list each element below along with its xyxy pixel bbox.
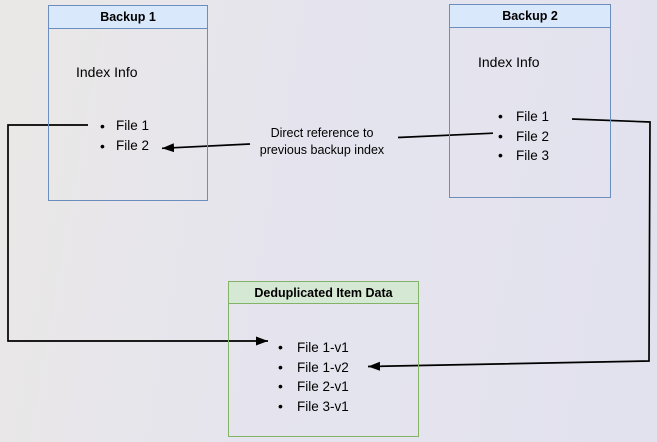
backup1-title: Backup 1 <box>49 6 207 29</box>
backup1-box: Backup 1 Index Info File 1 File 2 <box>48 5 208 201</box>
dedup-box: Deduplicated Item Data File 1-v1 File 1-… <box>228 281 419 437</box>
annotation-line2: previous backup index <box>259 143 385 157</box>
backup1-file-list: File 1 File 2 <box>100 116 149 156</box>
list-item: File 2 <box>498 127 549 147</box>
dedup-title: Deduplicated Item Data <box>229 282 418 304</box>
backup2-title: Backup 2 <box>450 5 610 28</box>
backup2-file-list: File 1 File 2 File 3 <box>498 107 549 166</box>
list-item: File 2 <box>100 136 149 156</box>
list-item: File 1 <box>498 107 549 127</box>
list-item: File 3-v1 <box>278 397 349 417</box>
list-item: File 2-v1 <box>278 377 349 397</box>
list-item: File 1-v2 <box>278 358 349 378</box>
list-item: File 3 <box>498 146 549 166</box>
backup1-index-label: Index Info <box>76 64 138 80</box>
annotation-line1: Direct reference to <box>270 126 374 140</box>
list-item: File 1 <box>100 116 149 136</box>
list-item: File 1-v1 <box>278 338 349 358</box>
backup2-box: Backup 2 Index Info File 1 File 2 File 3 <box>449 4 611 198</box>
dedup-file-list: File 1-v1 File 1-v2 File 2-v1 File 3-v1 <box>278 338 349 416</box>
backup2-index-label: Index Info <box>478 54 540 70</box>
annotation-label: Direct reference to previous backup inde… <box>232 125 412 159</box>
